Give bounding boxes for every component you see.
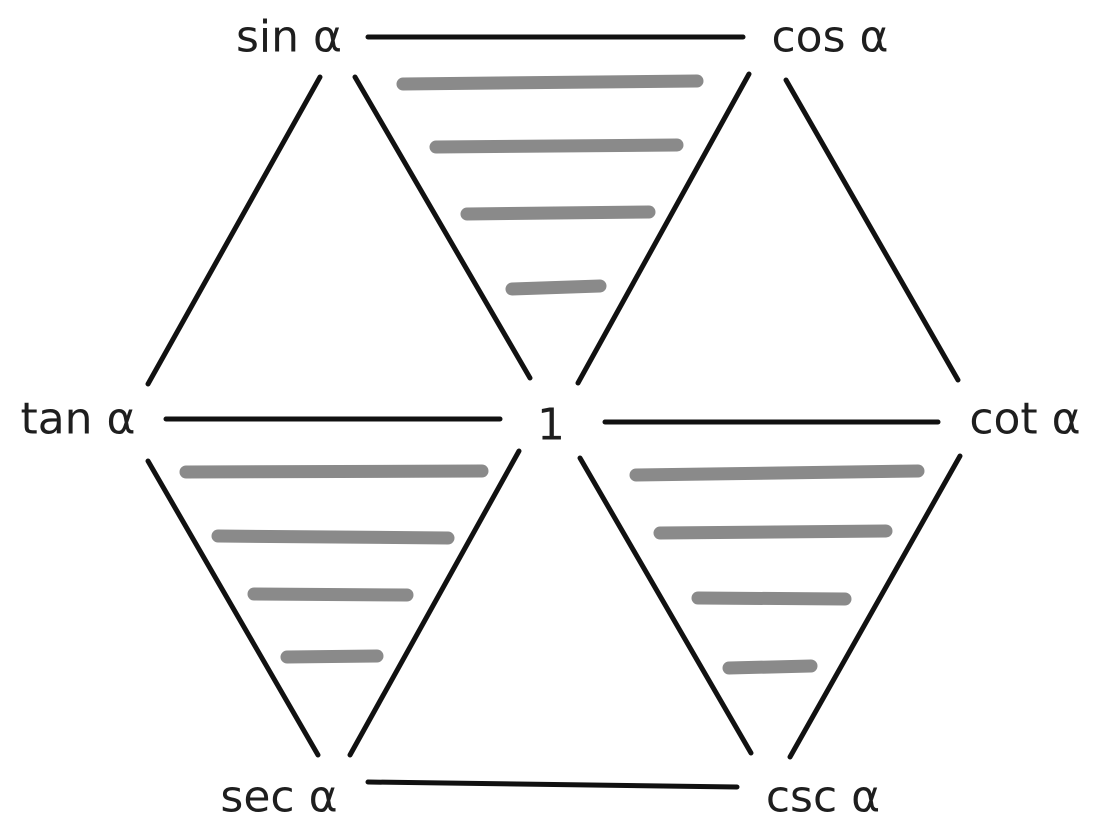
shading-top-triangle: [396, 74, 704, 296]
edge-center-csc: [577, 455, 754, 756]
hatch-line: [629, 464, 925, 482]
hatch-line: [460, 205, 656, 221]
hatch-line: [247, 587, 414, 602]
edge-cos-cot: [783, 77, 961, 383]
label-sec: sec α: [220, 772, 337, 823]
edge-sin-tan: [145, 74, 323, 387]
shading-left-triangle: [179, 464, 489, 664]
label-sin: sin α: [236, 12, 342, 63]
edge-tan-sec: [145, 458, 321, 758]
edge-cos-center: [575, 71, 752, 386]
hatch-line: [505, 279, 607, 296]
diagram-edges: [145, 34, 963, 790]
label-cos: cos α: [771, 12, 888, 63]
hatch-line: [691, 591, 852, 606]
hatch-line: [396, 74, 704, 91]
diagram-labels: sin α cos α tan α 1 cot α sec α csc α: [20, 12, 1080, 823]
hatch-line: [722, 659, 818, 675]
label-cot: cot α: [969, 394, 1080, 445]
label-csc: csc α: [766, 772, 880, 823]
hatch-line: [211, 529, 455, 545]
hatch-line: [280, 649, 384, 664]
label-center: 1: [537, 400, 565, 451]
hatch-line: [653, 524, 893, 540]
shading-right-triangle: [629, 464, 925, 675]
edge-center-sec: [347, 448, 522, 758]
edge-cot-csc: [787, 453, 963, 760]
label-tan: tan α: [20, 394, 135, 445]
edge-sin-center: [352, 74, 533, 381]
edge-sec-csc: [365, 779, 740, 790]
hatch-line: [179, 464, 489, 479]
hatch-line: [429, 138, 684, 154]
